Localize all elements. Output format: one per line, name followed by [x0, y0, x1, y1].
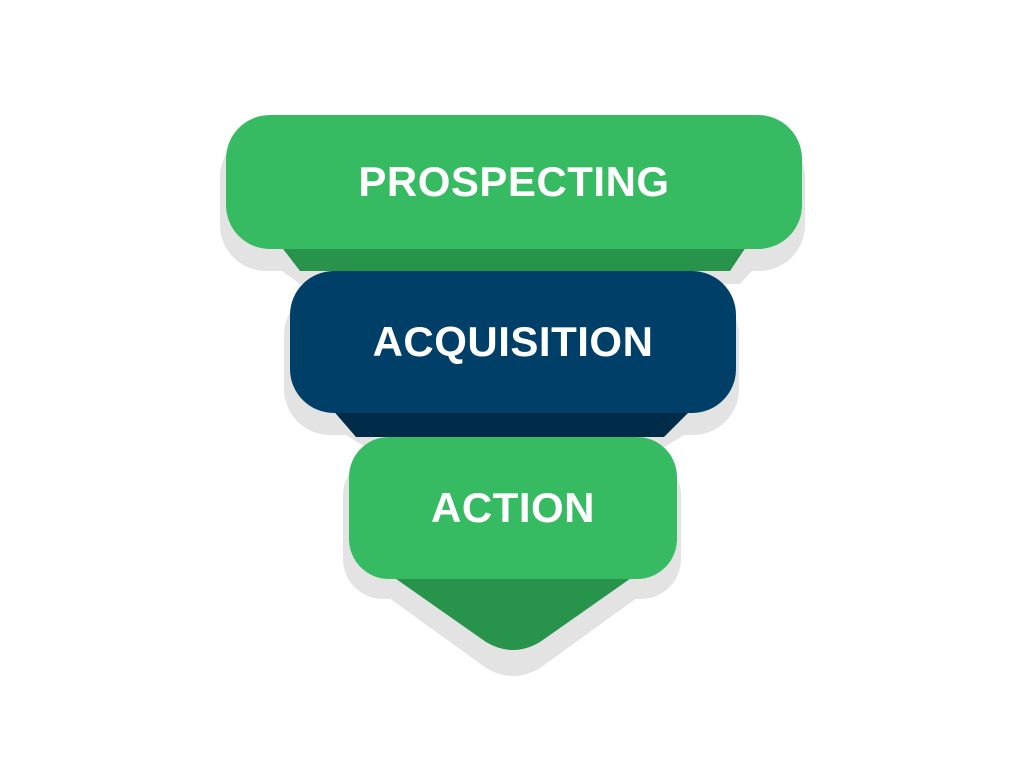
- stage-prospecting: [226, 115, 802, 271]
- acquisition-bar: [290, 271, 736, 413]
- action-bar: [349, 437, 677, 579]
- stage-acquisition: [290, 271, 736, 437]
- prospecting-label: PROSPECTING: [358, 158, 670, 205]
- action-label: ACTION: [431, 484, 595, 531]
- action-tip: [372, 562, 654, 650]
- acquisition-label: ACQUISITION: [372, 318, 654, 365]
- stage-action: [349, 437, 677, 650]
- prospecting-bar: [226, 115, 802, 249]
